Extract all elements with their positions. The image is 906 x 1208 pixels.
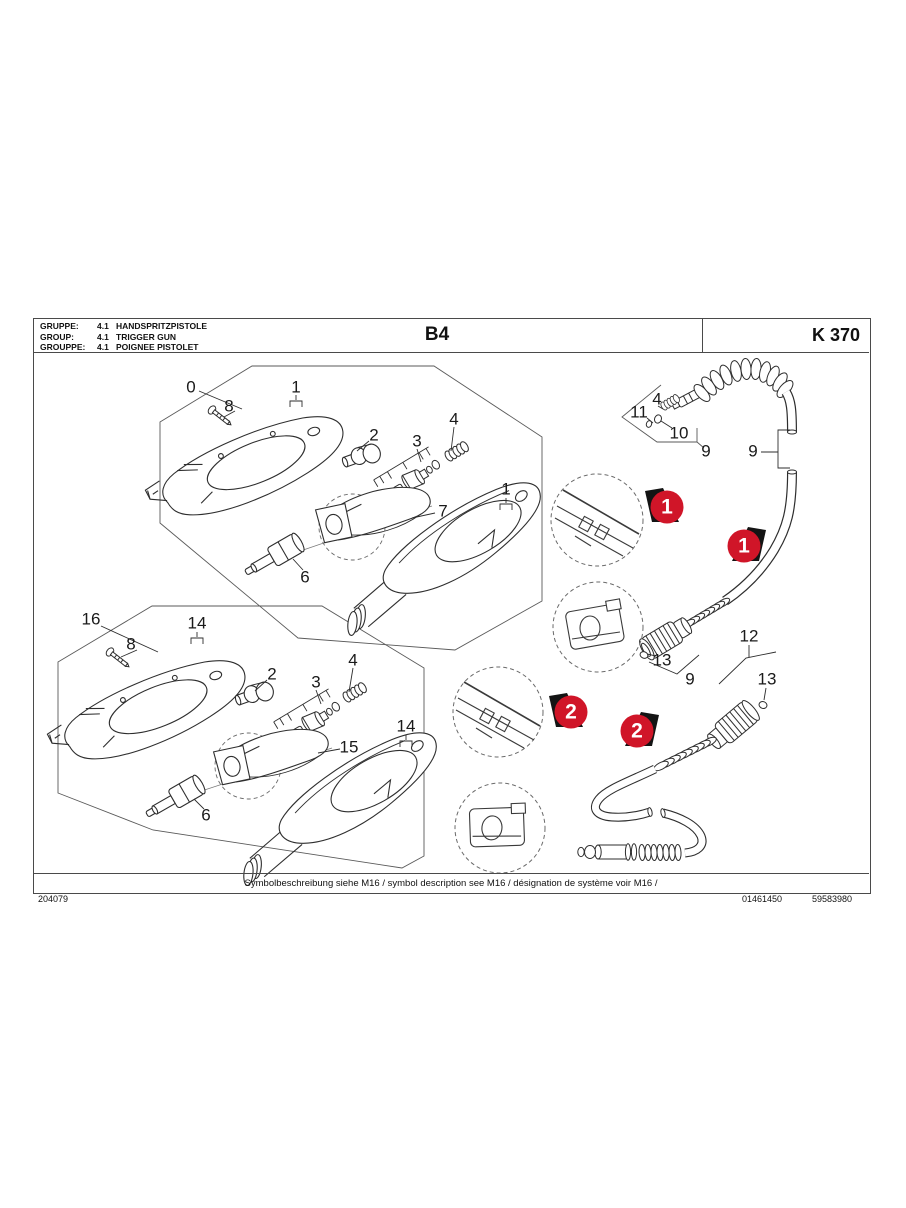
group-name-de: HANDSPRITZPISTOLE [116,321,207,331]
part-label-4c: 4 [652,389,661,408]
part-label-9: 9 [701,441,710,460]
part-label-13: 13 [653,650,672,669]
part-label-7: 7 [438,501,447,520]
part-label-2: 2 [369,425,378,444]
svg-text:1: 1 [738,535,750,558]
svg-text:2: 2 [631,720,643,743]
part-label-12: 12 [740,626,759,645]
part-oring-10 [653,414,663,424]
svg-text:2: 2 [565,701,577,724]
part-label-3: 3 [412,431,421,450]
part-label-10: 10 [670,423,689,442]
group-label-en: GROUP: [40,331,74,342]
part-label-14: 14 [188,613,207,632]
group-name-fr: POIGNEE PISTOLET [116,342,199,352]
part-label-14b: 14 [397,716,416,735]
header-divider [33,352,869,353]
page-code: B4 [424,324,450,345]
hose-fittings-outline [621,384,698,443]
doc-number-left: 204079 [38,894,69,904]
model-code: K 370 [702,318,869,352]
part-label-15: 15 [340,737,359,756]
part-label-16: 16 [82,609,101,628]
option-badge-2b: 2 [620,712,659,748]
part-label-0: 0 [186,377,195,396]
group1-outline [159,365,543,651]
symbol-note: Symbolbeschreibung siehe M16 / symbol de… [33,873,869,893]
part-label-2b: 2 [267,664,276,683]
option-badge-1a: 1 [645,488,684,524]
part-label-6: 6 [300,567,309,586]
doc-number-right-1: 01461450 [742,894,783,904]
group-row-fr: GROUPPE: 4.1 POIGNEE PISTOLET [40,342,207,353]
group-num-de: 4.1 [97,321,109,331]
group-num-fr: 4.1 [97,342,109,352]
part-label-1: 1 [291,377,300,396]
group2-outline [57,605,425,869]
leader-lines [100,390,790,810]
part-oring-13-hose12 [758,701,768,709]
group-name-en: TRIGGER GUN [116,331,176,342]
part-hose-12 [577,700,768,861]
part-label-4: 4 [449,409,458,428]
part-label-9c: 9 [685,669,694,688]
part-label-4b: 4 [348,650,357,669]
part-label-8b: 8 [126,634,135,653]
group-label-fr: GROUPPE: [40,342,86,352]
part-label-13b: 13 [758,669,777,688]
doc-number-right-2: 59583980 [812,894,853,904]
page-frame [33,318,871,894]
group-label-de: GRUPPE: [40,321,79,331]
part-label-6b: 6 [201,805,210,824]
part-oring-13-hose9 [639,651,649,659]
part-label-3b: 3 [311,672,320,691]
group-row-en: GROUP: 4.1 TRIGGER GUN [40,332,207,343]
option-badge-1b: 1 [727,527,766,563]
group-row-de: GRUPPE: 4.1 HANDSPRITZPISTOLE [40,321,207,332]
option-badge-2a: 2 [549,693,588,729]
part-label-1b: 1 [501,479,510,498]
svg-text:1: 1 [661,496,673,519]
part-label-8: 8 [224,396,233,415]
part-label-11: 11 [630,402,648,421]
part-label-9b: 9 [748,441,757,460]
group-num-en: 4.1 [97,331,109,342]
